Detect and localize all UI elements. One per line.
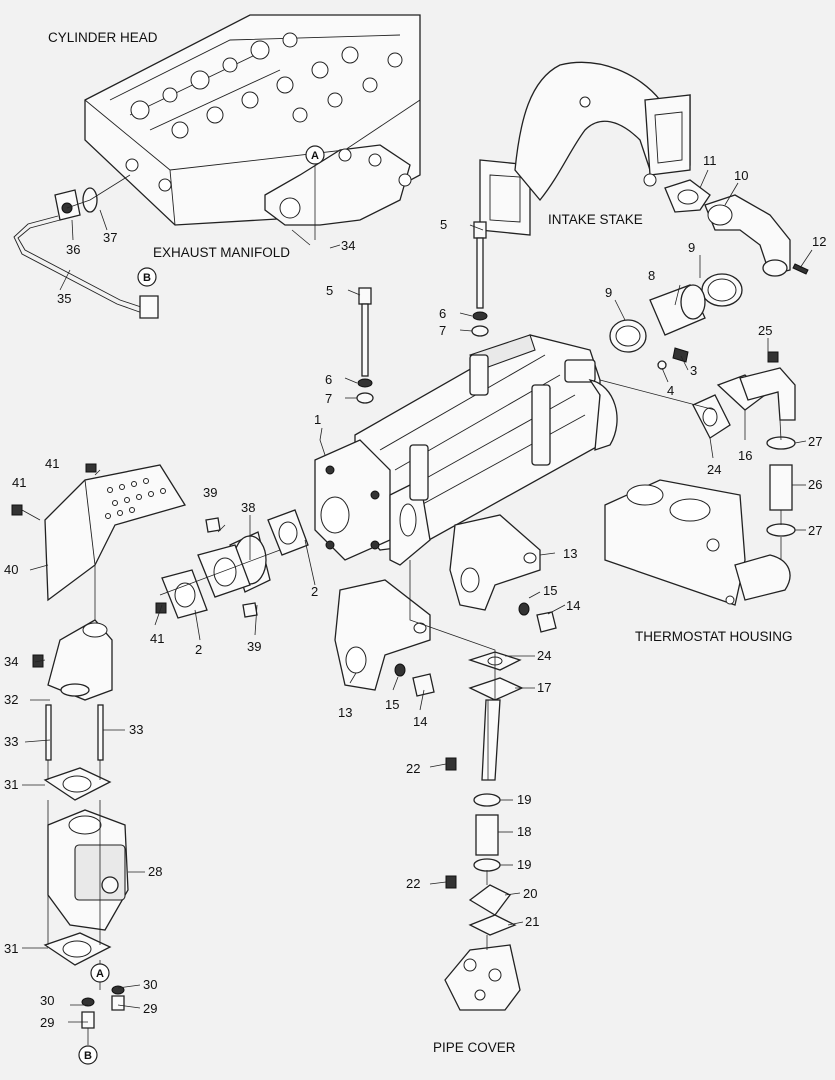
heat-shield: [11, 463, 187, 614]
callout-numbers: 1 2 2 3 4 5 5 6 6 7 7 8 9 9 10 11 12 13 …: [4, 153, 826, 1030]
callout-7b: 7: [439, 323, 446, 338]
callout-29a: 29: [40, 1015, 54, 1030]
callout-16: 16: [738, 448, 752, 463]
callout-24a: 24: [707, 462, 721, 477]
svg-text:A: A: [311, 150, 319, 162]
ref-b-valve: B: [78, 1045, 98, 1065]
callout-38: 38: [241, 500, 255, 515]
callout-24b: 24: [537, 648, 551, 663]
callout-12: 12: [812, 234, 826, 249]
thermostat-pipe: [692, 351, 796, 537]
callout-41a: 41: [45, 456, 59, 471]
thermostat-housing: [604, 479, 791, 606]
lower-coolant-pipe: [444, 651, 524, 1011]
callout-32: 32: [4, 692, 18, 707]
callout-19b: 19: [517, 857, 531, 872]
callout-35: 35: [57, 291, 71, 306]
label-exhaust-manifold: EXHAUST MANIFOLD: [153, 245, 290, 260]
bracket-hardware: [394, 602, 557, 697]
callout-18: 18: [517, 824, 531, 839]
label-thermostat-housing: THERMOSTAT HOUSING: [635, 629, 793, 644]
svg-text:A: A: [96, 968, 104, 980]
callout-9a: 9: [605, 285, 612, 300]
callout-33b: 33: [129, 722, 143, 737]
label-pipe-cover: PIPE COVER: [433, 1040, 516, 1055]
elbow-and-studs: [32, 619, 113, 761]
egr-cooler: [314, 334, 618, 566]
callout-8: 8: [648, 268, 655, 283]
callout-34a: 34: [4, 654, 18, 669]
callout-20: 20: [523, 886, 537, 901]
callout-36: 36: [66, 242, 80, 257]
ref-a-valve: A: [90, 963, 110, 983]
callout-11: 11: [703, 153, 717, 168]
callout-39b: 39: [247, 639, 261, 654]
callout-14b: 14: [413, 714, 427, 729]
pipe-cover: [444, 944, 521, 1011]
egr-valve-fittings: [81, 985, 125, 1029]
callout-30a: 30: [40, 993, 54, 1008]
callout-9b: 9: [688, 240, 695, 255]
intake-stake: [479, 61, 691, 236]
egr-valve: [43, 767, 129, 966]
callout-1: 1: [314, 412, 321, 427]
svg-text:B: B: [143, 272, 151, 284]
callout-22a: 22: [406, 761, 420, 776]
callout-13b: 13: [338, 705, 352, 720]
callout-4: 4: [667, 383, 674, 398]
callout-41b: 41: [12, 475, 26, 490]
oil-line-assembly: [13, 187, 159, 319]
fitting-3-4: [657, 347, 689, 370]
svg-text:B: B: [84, 1050, 92, 1062]
callout-37: 37: [103, 230, 117, 245]
callout-27b: 27: [808, 523, 822, 538]
brackets-13: [334, 514, 541, 691]
callout-30b: 30: [143, 977, 157, 992]
bellows-assembly: [161, 509, 309, 619]
ref-a-head: A: [305, 145, 325, 165]
callout-25: 25: [758, 323, 772, 338]
callout-31a: 31: [4, 777, 18, 792]
callout-5b: 5: [440, 217, 447, 232]
callout-21: 21: [525, 914, 539, 929]
callout-27a: 27: [808, 434, 822, 449]
long-bolts: [356, 221, 489, 404]
callout-3: 3: [690, 363, 697, 378]
head-bosses: [125, 32, 403, 192]
callout-2b: 2: [311, 584, 318, 599]
intake-pipe-assembly: [664, 179, 809, 277]
callout-5a: 5: [326, 283, 333, 298]
callout-6b: 6: [439, 306, 446, 321]
label-cylinder-head: CYLINDER HEAD: [48, 30, 158, 45]
callout-2a: 2: [195, 642, 202, 657]
callout-7a: 7: [325, 391, 332, 406]
callout-22b: 22: [406, 876, 420, 891]
callout-29b: 29: [143, 1001, 157, 1016]
callout-15a: 15: [543, 583, 557, 598]
hose-and-clamps: [609, 273, 743, 353]
callout-13a: 13: [563, 546, 577, 561]
callout-31b: 31: [4, 941, 18, 956]
callout-15b: 15: [385, 697, 399, 712]
leader-lines: [21, 165, 813, 1045]
callout-26: 26: [808, 477, 822, 492]
shield-vent-holes: [105, 478, 166, 519]
callout-19a: 19: [517, 792, 531, 807]
callout-41c: 41: [150, 631, 164, 646]
cooler-inlet-flange: [314, 439, 391, 561]
callout-6a: 6: [325, 372, 332, 387]
callout-14a: 14: [566, 598, 580, 613]
callout-34b: 34: [341, 238, 355, 253]
label-intake-stake: INTAKE STAKE: [548, 212, 643, 227]
callout-28: 28: [148, 864, 162, 879]
ref-b-head: B: [137, 267, 157, 287]
callout-39a: 39: [203, 485, 217, 500]
callout-40: 40: [4, 562, 18, 577]
callout-17: 17: [537, 680, 551, 695]
cylinder-head: [84, 14, 421, 226]
callout-10: 10: [734, 168, 748, 183]
callout-33a: 33: [4, 734, 18, 749]
